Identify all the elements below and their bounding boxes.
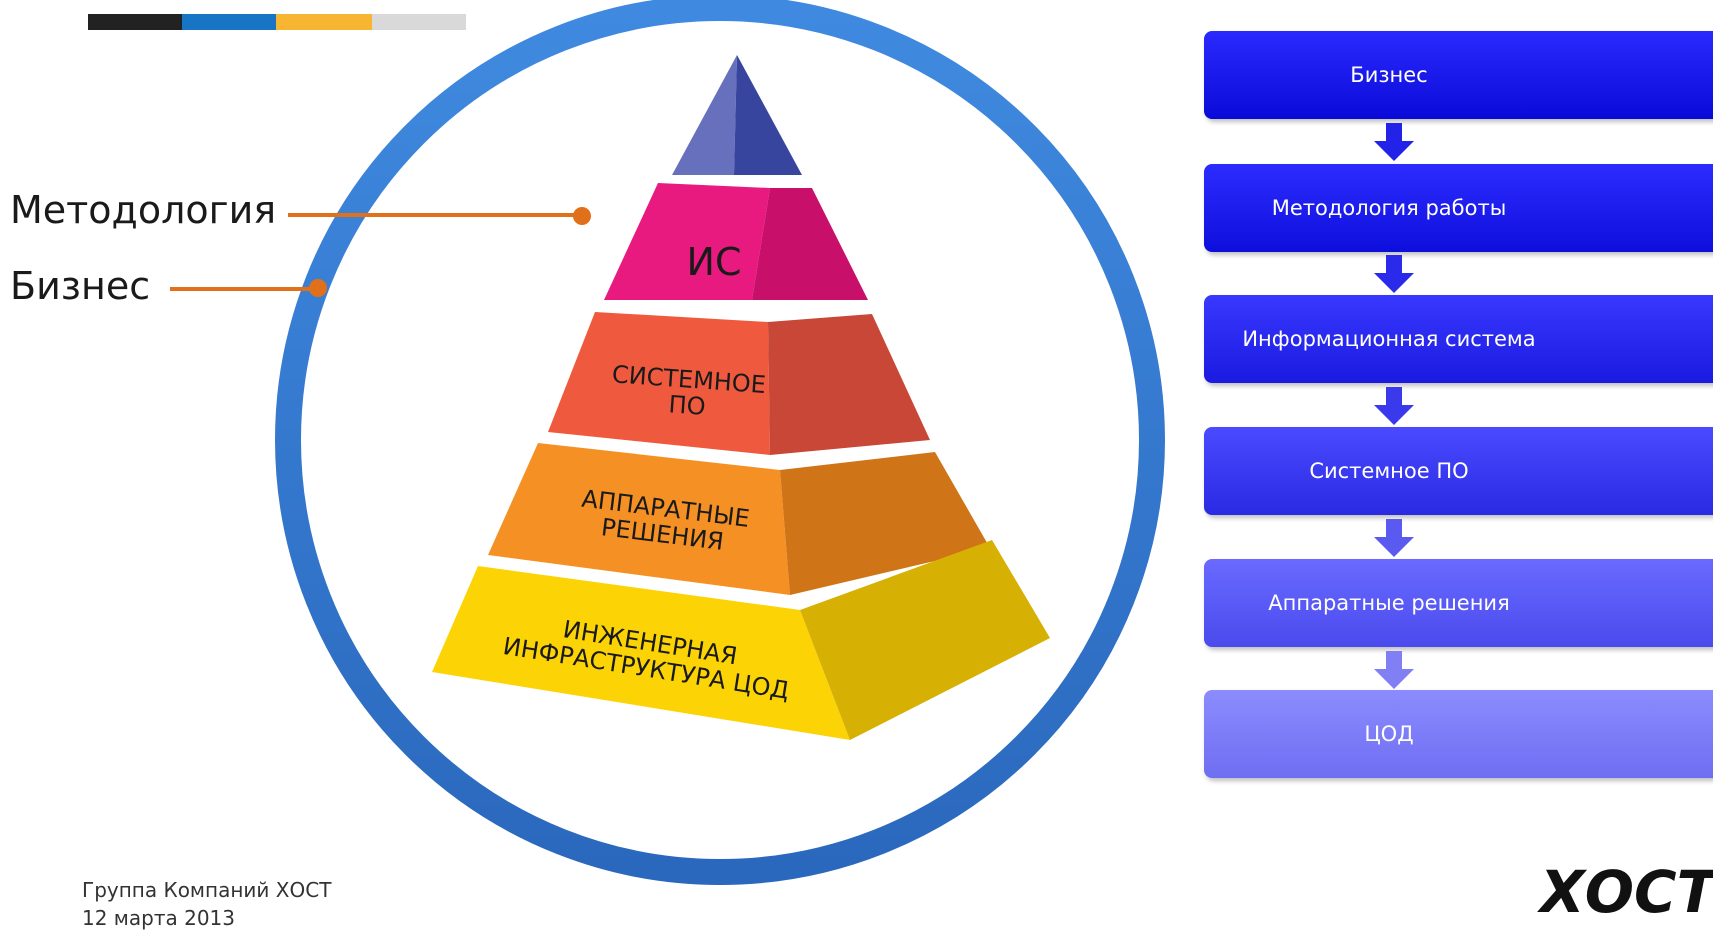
pyramid-label-is: ИС (686, 240, 742, 285)
company-logo: ХОСТ (1540, 858, 1713, 926)
flow-step-datacenter: ЦОД (1204, 690, 1713, 778)
business-label: Бизнес (10, 264, 151, 308)
accent-bar-black (88, 14, 182, 30)
logo-text: ХОСТ (1540, 858, 1713, 926)
accent-bar-yellow (276, 14, 372, 30)
pyramid-apex-right (734, 55, 802, 175)
pyramid-level-sysso-front (548, 312, 770, 455)
pyramid-level-infra-front (432, 566, 850, 740)
footer-date: 12 марта 2013 (82, 906, 236, 930)
pyramid-level-sysso-side (768, 314, 930, 455)
pyramid-level-hw-side (780, 452, 990, 595)
methodology-connector-dot (573, 207, 591, 225)
accent-bar-gray (372, 14, 466, 30)
pyramid-level-is-front (604, 183, 770, 300)
pyramid-level-infra-side (800, 540, 1050, 740)
methodology-label: Методология (10, 188, 277, 232)
flow-arrow-down-icon (1374, 123, 1414, 161)
flow-step-methodology: Методология работы (1204, 164, 1713, 252)
flow-step-business: Бизнес (1204, 31, 1713, 119)
accent-bar-blue (182, 14, 276, 30)
flow-step-system-software: Системное ПО (1204, 427, 1713, 515)
pyramid-apex-left (672, 55, 737, 175)
pyramid-level-hw-front (488, 443, 790, 595)
flow-arrow-down-icon (1374, 519, 1414, 557)
flow-arrow-down-icon (1374, 255, 1414, 293)
flow-arrow-down-icon (1374, 387, 1414, 425)
footer-company: Группа Компаний ХОСТ (82, 878, 332, 902)
pyramid-level-is-side (752, 188, 868, 300)
business-connector-dot (309, 279, 327, 297)
business-ring (275, 0, 1165, 885)
pyramid-label-system-software: СИСТЕМНОЕ ПО (611, 360, 767, 422)
flow-arrow-down-icon (1374, 651, 1414, 689)
flow-step-information-system: Информационная система (1204, 295, 1713, 383)
flow-step-hardware: Аппаратные решения (1204, 559, 1713, 647)
